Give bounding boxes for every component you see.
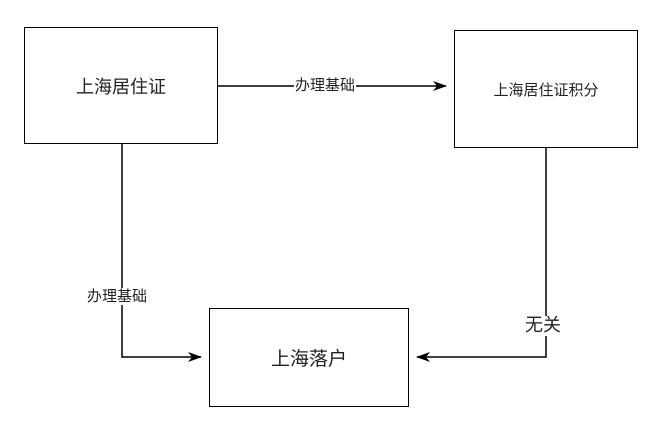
node-residence-points-label: 上海居住证积分	[493, 80, 599, 99]
node-hukou-label: 上海落户	[270, 348, 347, 370]
edge-label-residence-to-hukou: 办理基础	[86, 287, 149, 305]
edge-points-to-hukou	[416, 148, 547, 362]
node-residence-permit: 上海居住证	[24, 27, 218, 144]
node-residence-points: 上海居住证积分	[454, 30, 638, 148]
node-residence-permit-label: 上海居住证	[76, 76, 166, 98]
node-hukou: 上海落户	[209, 308, 409, 407]
edge-label-points-to-hukou: 无关	[524, 315, 562, 336]
edge-residence-to-hukou	[121, 144, 202, 362]
edge-label-residence-to-points: 办理基础	[294, 76, 357, 94]
